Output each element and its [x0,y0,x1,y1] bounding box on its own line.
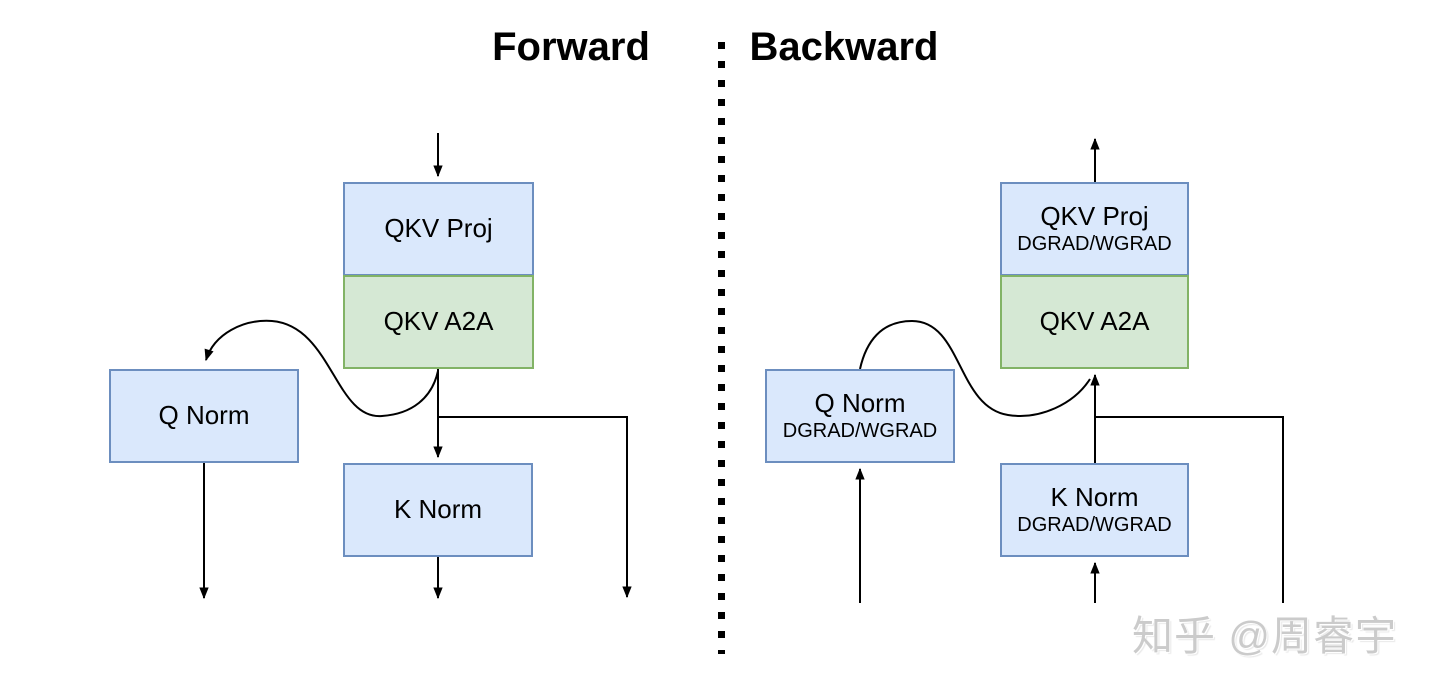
backward-v-branch-line [1095,416,1284,603]
backward-qkv-proj-box: QKV Proj DGRAD/WGRAD [1000,182,1189,276]
backward-k-norm-box: K Norm DGRAD/WGRAD [1000,463,1189,557]
backward-k-norm-label: K Norm [1050,482,1139,513]
backward-qkv-a2a-box: QKV A2A [1000,275,1189,369]
forward-qkv-proj-box: QKV Proj [343,182,534,276]
backward-section-title: Backward [749,25,939,69]
forward-q-norm-box: Q Norm [109,369,299,463]
zhihu-watermark: 知乎 @周睿宇 [1132,613,1398,659]
backward-qkv-proj-label: QKV Proj [1040,201,1149,232]
forward-qkv-a2a-box: QKV A2A [343,275,534,369]
backward-qnorm-to-a2a-curve [859,319,1091,417]
backward-k-norm-sublabel: DGRAD/WGRAD [1017,513,1172,536]
forward-qkv-a2a-label: QKV A2A [383,306,494,337]
forward-v-branch-arrow [438,416,632,599]
backward-q-norm-sublabel: DGRAD/WGRAD [782,419,938,442]
backward-qkv-a2a-label: QKV A2A [1039,306,1150,337]
forward-q-norm-label: Q Norm [158,400,250,431]
backward-q-norm-box: Q Norm DGRAD/WGRAD [765,369,955,463]
backward-q-norm-label: Q Norm [814,388,906,419]
forward-k-norm-box: K Norm [343,463,533,557]
forward-section-title: Forward [492,25,650,69]
forward-k-norm-label: K Norm [393,494,483,525]
backward-qkv-proj-sublabel: DGRAD/WGRAD [1017,232,1172,255]
section-divider-dotted-line [718,42,725,654]
forward-a2a-to-qnorm-curve-arrow [204,319,439,418]
forward-qkv-proj-label: QKV Proj [384,213,493,244]
